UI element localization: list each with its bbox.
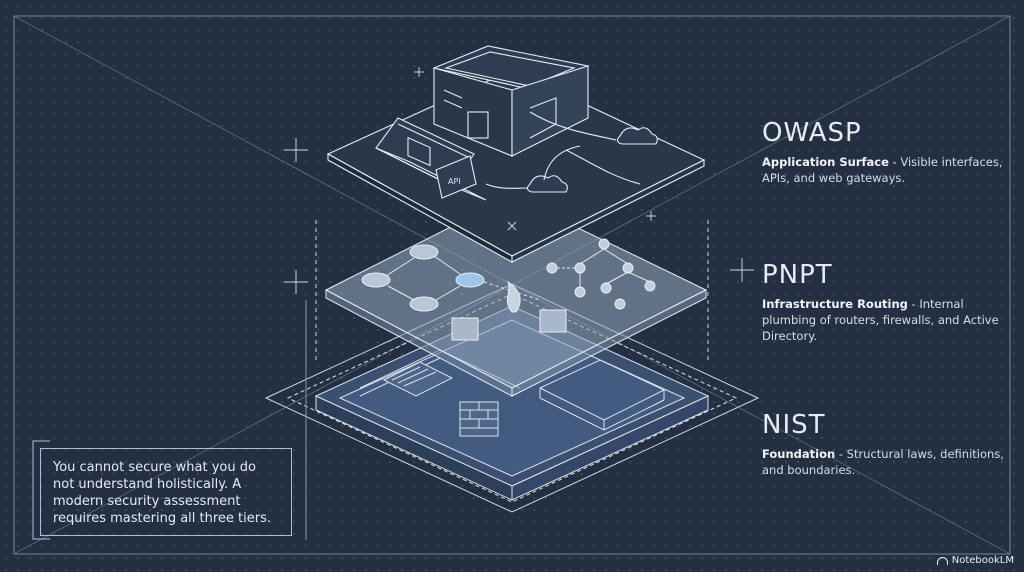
- tier-title: PNPT: [762, 260, 833, 290]
- tier-nist: NIST Foundation - Structural laws, defin…: [762, 412, 1012, 478]
- tier-description: Application Surface - Visible interfaces…: [762, 154, 1012, 186]
- tier-description: Infrastructure Routing - Internal plumbi…: [762, 296, 1012, 344]
- callout-bracket: [32, 440, 50, 540]
- tier-label: Infrastructure Routing: [762, 297, 908, 311]
- tier-pnpt: PNPT Infrastructure Routing - Internal p…: [762, 262, 1012, 344]
- tier-label: Foundation: [762, 447, 836, 461]
- tier-label: Application Surface: [762, 155, 889, 169]
- tier-owasp: OWASP Application Surface - Visible inte…: [762, 120, 1012, 186]
- watermark: NotebookLM: [936, 555, 1014, 566]
- tier-desc-text: - Internal plumbing of routers, firewall…: [762, 297, 999, 343]
- callout-box: You cannot secure what you do not unders…: [40, 448, 292, 536]
- application-layer: API: [326, 45, 706, 263]
- routing-layer: [324, 195, 708, 397]
- tier-title: OWASP: [762, 118, 862, 148]
- api-label: API: [448, 177, 461, 186]
- tier-description: Foundation - Structural laws, definition…: [762, 446, 1012, 478]
- tier-desc-text: - Visible interfaces, APIs, and web gate…: [762, 155, 1003, 185]
- notebooklm-icon: [936, 556, 948, 565]
- tier-desc-text: - Structural laws, definitions, and boun…: [762, 447, 1004, 477]
- tier-title: NIST: [762, 410, 826, 440]
- watermark-text: NotebookLM: [951, 555, 1014, 566]
- outer-frame: [13, 15, 1011, 555]
